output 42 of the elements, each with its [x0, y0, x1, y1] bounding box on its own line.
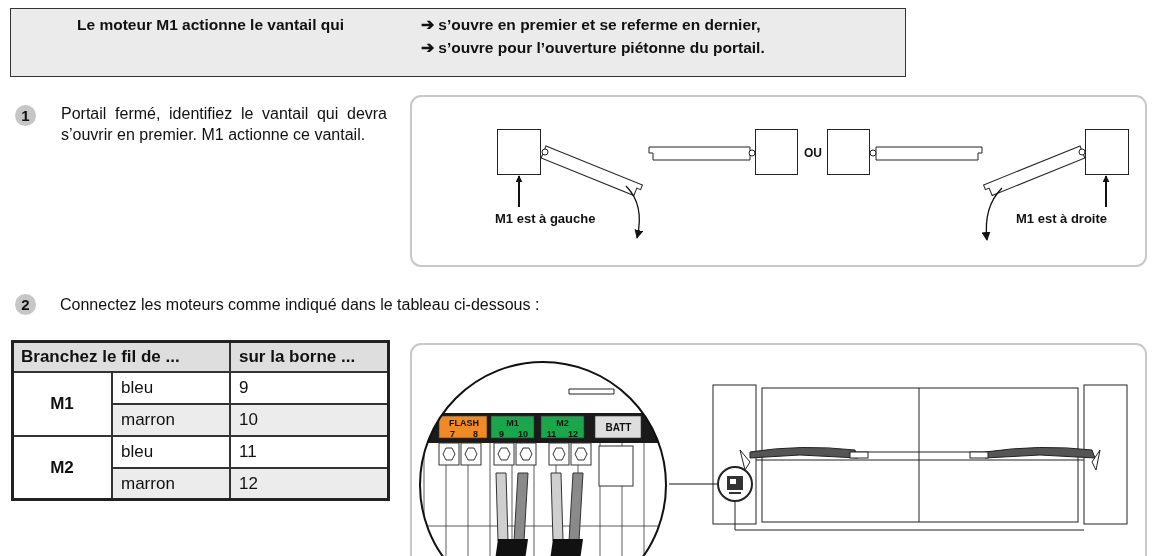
terminal-tag-text: 12 [567, 429, 579, 439]
pillar-box [1085, 129, 1129, 175]
caption-text: M1 est à gauche [495, 211, 596, 226]
caption-text: M1 est à droite [1016, 211, 1108, 226]
terminal-tag-text: FLASH [448, 417, 480, 429]
table-cell: marron [112, 404, 230, 436]
magnifier-drawing [419, 361, 669, 556]
table-header: Branchez le fil de ... [12, 341, 230, 372]
instruction-text: Connectez les moteurs comme indiqué dans le tableau ci-dessous : [60, 295, 541, 315]
terminal-tag-text: M1 [505, 417, 520, 429]
table-cell: bleu [112, 436, 230, 468]
terminal-tag-text: 11 [545, 429, 558, 439]
separator-text: OU [803, 145, 823, 161]
table-cell: 11 [230, 436, 388, 468]
terminal-tag-text: 8 [472, 429, 479, 439]
terminal-tag-text: 7 [449, 429, 456, 439]
info-box [10, 8, 906, 77]
pillar-box [827, 129, 870, 175]
table-header: sur la borne ... [230, 341, 388, 372]
step-number: 2 [15, 294, 36, 315]
arrow [515, 175, 523, 208]
step-number: 1 [15, 105, 36, 126]
table-cell: M2 [12, 436, 112, 499]
info-text: Le moteur M1 actionne le vantail qui [77, 15, 344, 35]
table-cell: marron [112, 468, 230, 499]
table-cell: M1 [12, 372, 112, 436]
instruction-text: Portail fermé, identifiez le vantail qui devra s’ouvrir en premier. M1 actionne ce vantail. [61, 104, 387, 145]
table-cell: 12 [230, 468, 388, 499]
info-text: ➔ s’ouvre en premier et se referme en dernier, [421, 15, 761, 35]
terminal-tag-text: BATT [604, 421, 633, 435]
table-cell: 10 [230, 404, 388, 436]
table-cell: bleu [112, 372, 230, 404]
terminal-tag-text: M2 [555, 417, 570, 429]
terminal-tag-text: 9 [498, 429, 505, 439]
arrow [1102, 175, 1110, 208]
pillar-box [497, 129, 541, 175]
control-board-icon [717, 466, 753, 502]
table-cell: 9 [230, 372, 388, 404]
terminal-tag-text: 10 [517, 429, 529, 439]
leader-line [668, 483, 718, 485]
pillar-box [755, 129, 798, 175]
info-text: ➔ s’ouvre pour l’ouverture piétonne du portail. [421, 38, 765, 58]
